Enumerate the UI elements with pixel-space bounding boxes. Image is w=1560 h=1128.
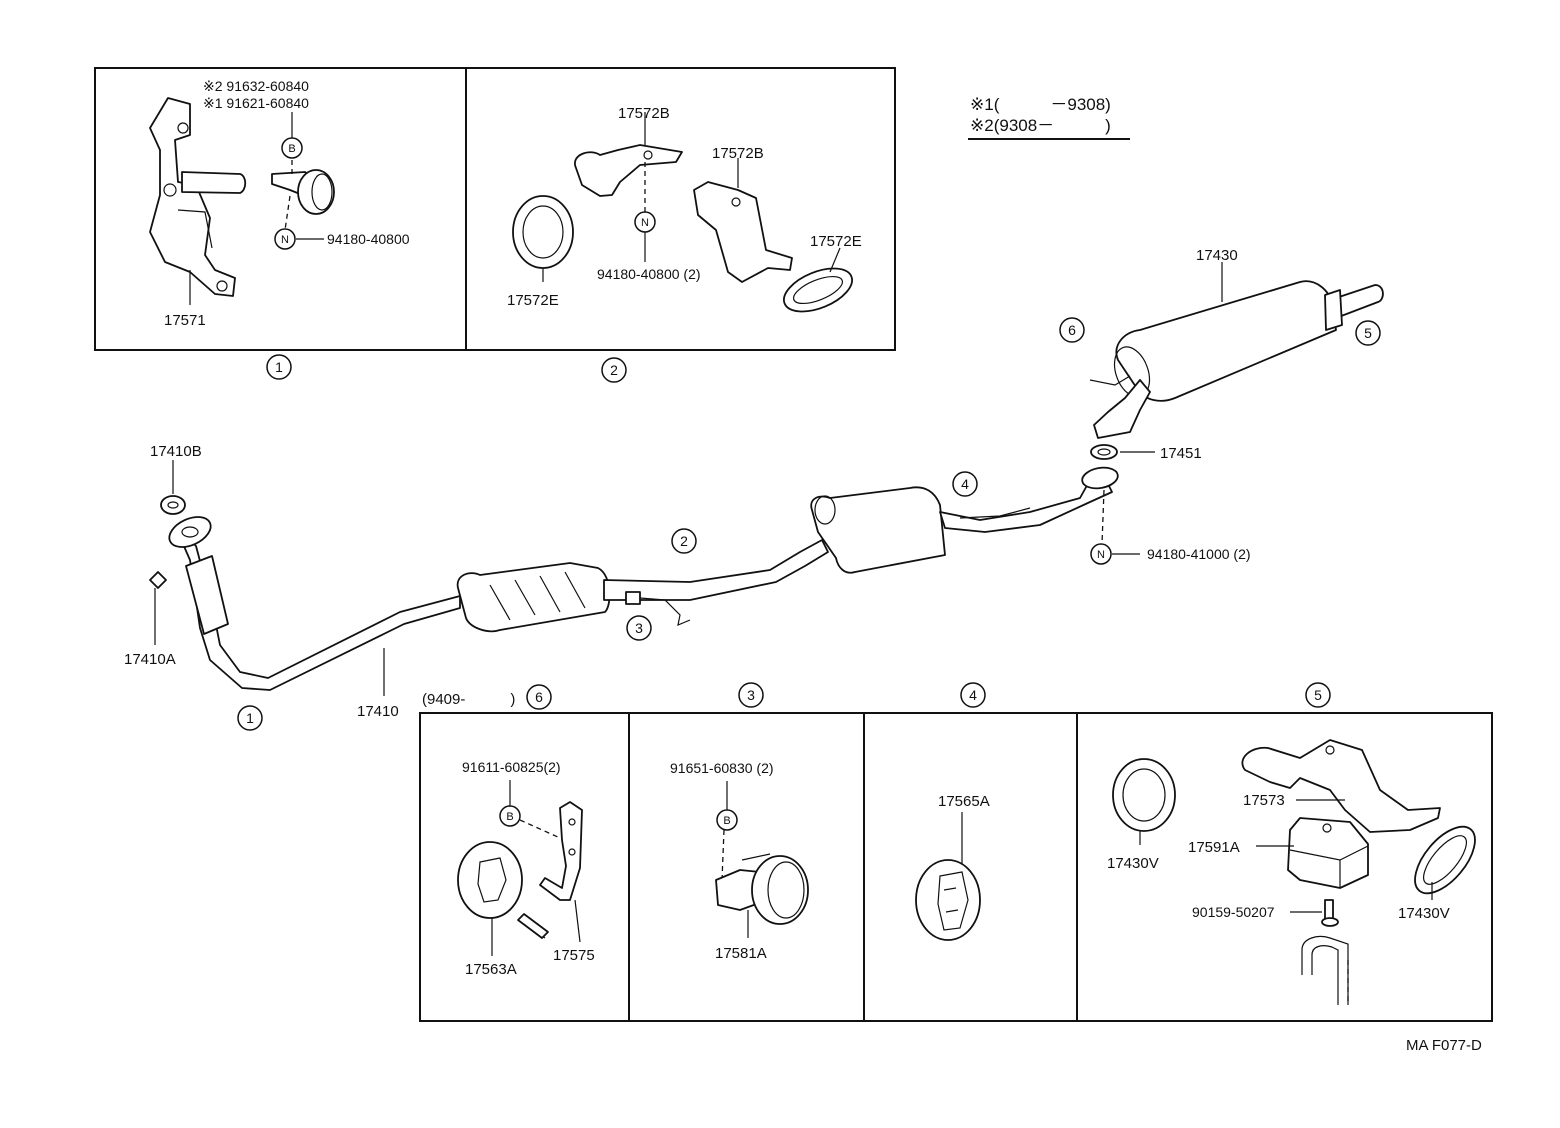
ref-main-2: 2 — [680, 533, 688, 549]
part-17572e-right-label: 17572E — [810, 233, 862, 250]
bottom-inset-box — [419, 712, 1493, 1022]
main-assembly: 17410B 17410A 17410 1 2 3 4 N 94180-4100… — [124, 247, 1384, 731]
part-17410-label: 17410 — [357, 703, 399, 720]
nut-marker-n: N — [281, 234, 289, 246]
part-17410b-label: 17410B — [150, 443, 202, 460]
part-17410a-label: 17410A — [124, 651, 176, 668]
bolt-part-90159-50207: 90159-50207 — [1192, 904, 1275, 920]
diagram-code: MA F077-D — [1406, 1037, 1482, 1054]
cushion-17591a-drawing — [1287, 817, 1369, 889]
ref-inset-3: 3 — [747, 687, 755, 703]
part-17591a-label: 17591A — [1188, 839, 1240, 856]
bracket-17573-drawing — [1241, 739, 1441, 833]
bolt-marker-b-3: B — [723, 815, 730, 827]
part-17430v-right-label: 17430V — [1398, 905, 1450, 922]
inset-5: 5 17430V 17573 17591A 90159-50207 17430V — [1107, 682, 1476, 1005]
part-17572b-right-label: 17572B — [712, 145, 764, 162]
top-inset-refs: 1 2 — [266, 354, 627, 383]
nut-marker-n-3: N — [1097, 549, 1105, 561]
gasket-17430v-left-drawing — [1112, 758, 1176, 832]
bracket-17572b-top-drawing — [574, 144, 683, 197]
nut-part-94180-41000: 94180-41000 (2) — [1147, 546, 1251, 562]
inset-3: 3 91651-60830 (2) B 17581A — [670, 682, 809, 962]
bolt-marker-b: B — [288, 143, 295, 155]
tail-muffler-17430-drawing — [1115, 280, 1337, 402]
part-17572e-left-label: 17572E — [507, 292, 559, 309]
ref-main-3: 3 — [635, 620, 643, 636]
ref-inset-2: 2 — [610, 362, 618, 378]
ref-main-4: 4 — [961, 476, 969, 492]
ref-inset-6: 6 — [535, 689, 543, 705]
bolt-part-91611-60825: 91611-60825(2) — [462, 759, 561, 775]
bracket-17575-drawing — [539, 801, 583, 901]
part-17451-label: 17451 — [1160, 445, 1202, 462]
inset-6: (9409- ) 6 91611-60825(2) B 17563A 17575 — [422, 684, 595, 978]
ref-main-1: 1 — [246, 710, 254, 726]
center-muffler-drawing — [810, 486, 946, 574]
catalytic-converter-drawing — [456, 562, 611, 633]
nut-part-94180-40800: 94180-40800 — [327, 231, 410, 247]
ref-main-5: 5 — [1364, 325, 1372, 341]
part-17575-label: 17575 — [553, 947, 595, 964]
bolt-part-91651-60830: 91651-60830 (2) — [670, 760, 774, 776]
part-17430-label: 17430 — [1196, 247, 1238, 264]
legend-line-2: ※2(9308－ ) — [970, 116, 1111, 135]
ref-inset-1: 1 — [275, 359, 283, 375]
inset-2: 17572E 17572B N 94180-40800 (2) 17572B 1… — [507, 105, 862, 313]
hanger-17565a-drawing — [915, 859, 981, 941]
bolt-marker-b-6: B — [506, 811, 513, 823]
inset-4: 4 17565A — [915, 682, 990, 941]
ref-main-6: 6 — [1068, 322, 1076, 338]
nut-part-94180-40800-2: 94180-40800 (2) — [597, 266, 701, 282]
ref-inset-4: 4 — [969, 687, 977, 703]
bracket-17571-drawing — [149, 97, 236, 297]
part-17573-label: 17573 — [1243, 792, 1285, 809]
bracket-17572b-right-drawing — [693, 181, 793, 283]
inset-1: B N 94180-40800 ※2 91632-60840 ※1 91621-… — [149, 78, 410, 329]
nut-marker-n-2: N — [641, 217, 649, 229]
gasket-17430v-right-drawing — [1414, 825, 1476, 895]
part-17563a-label: 17563A — [465, 961, 517, 978]
ref-inset-5: 5 — [1314, 687, 1322, 703]
part-17572b-top-label: 17572B — [618, 105, 670, 122]
callout-91621-60840: ※1 91621-60840 — [203, 95, 309, 111]
callout-91632-60840: ※2 91632-60840 — [203, 78, 309, 94]
legend-line-1: ※1( －9308) — [970, 95, 1111, 114]
gasket-17572e-right-drawing — [783, 267, 853, 313]
part-17581a-label: 17581A — [715, 945, 767, 962]
part-17565a-label: 17565A — [938, 793, 990, 810]
gasket-17572e-left-drawing — [512, 195, 574, 269]
legend: ※1( －9308) ※2(9308－ ) — [968, 95, 1130, 140]
top-inset-box — [94, 67, 896, 351]
inset-6-header: (9409- ) — [422, 691, 515, 708]
part-17571-label: 17571 — [164, 312, 206, 329]
hanger-17563a-drawing — [457, 841, 523, 919]
part-17430v-left-label: 17430V — [1107, 855, 1159, 872]
